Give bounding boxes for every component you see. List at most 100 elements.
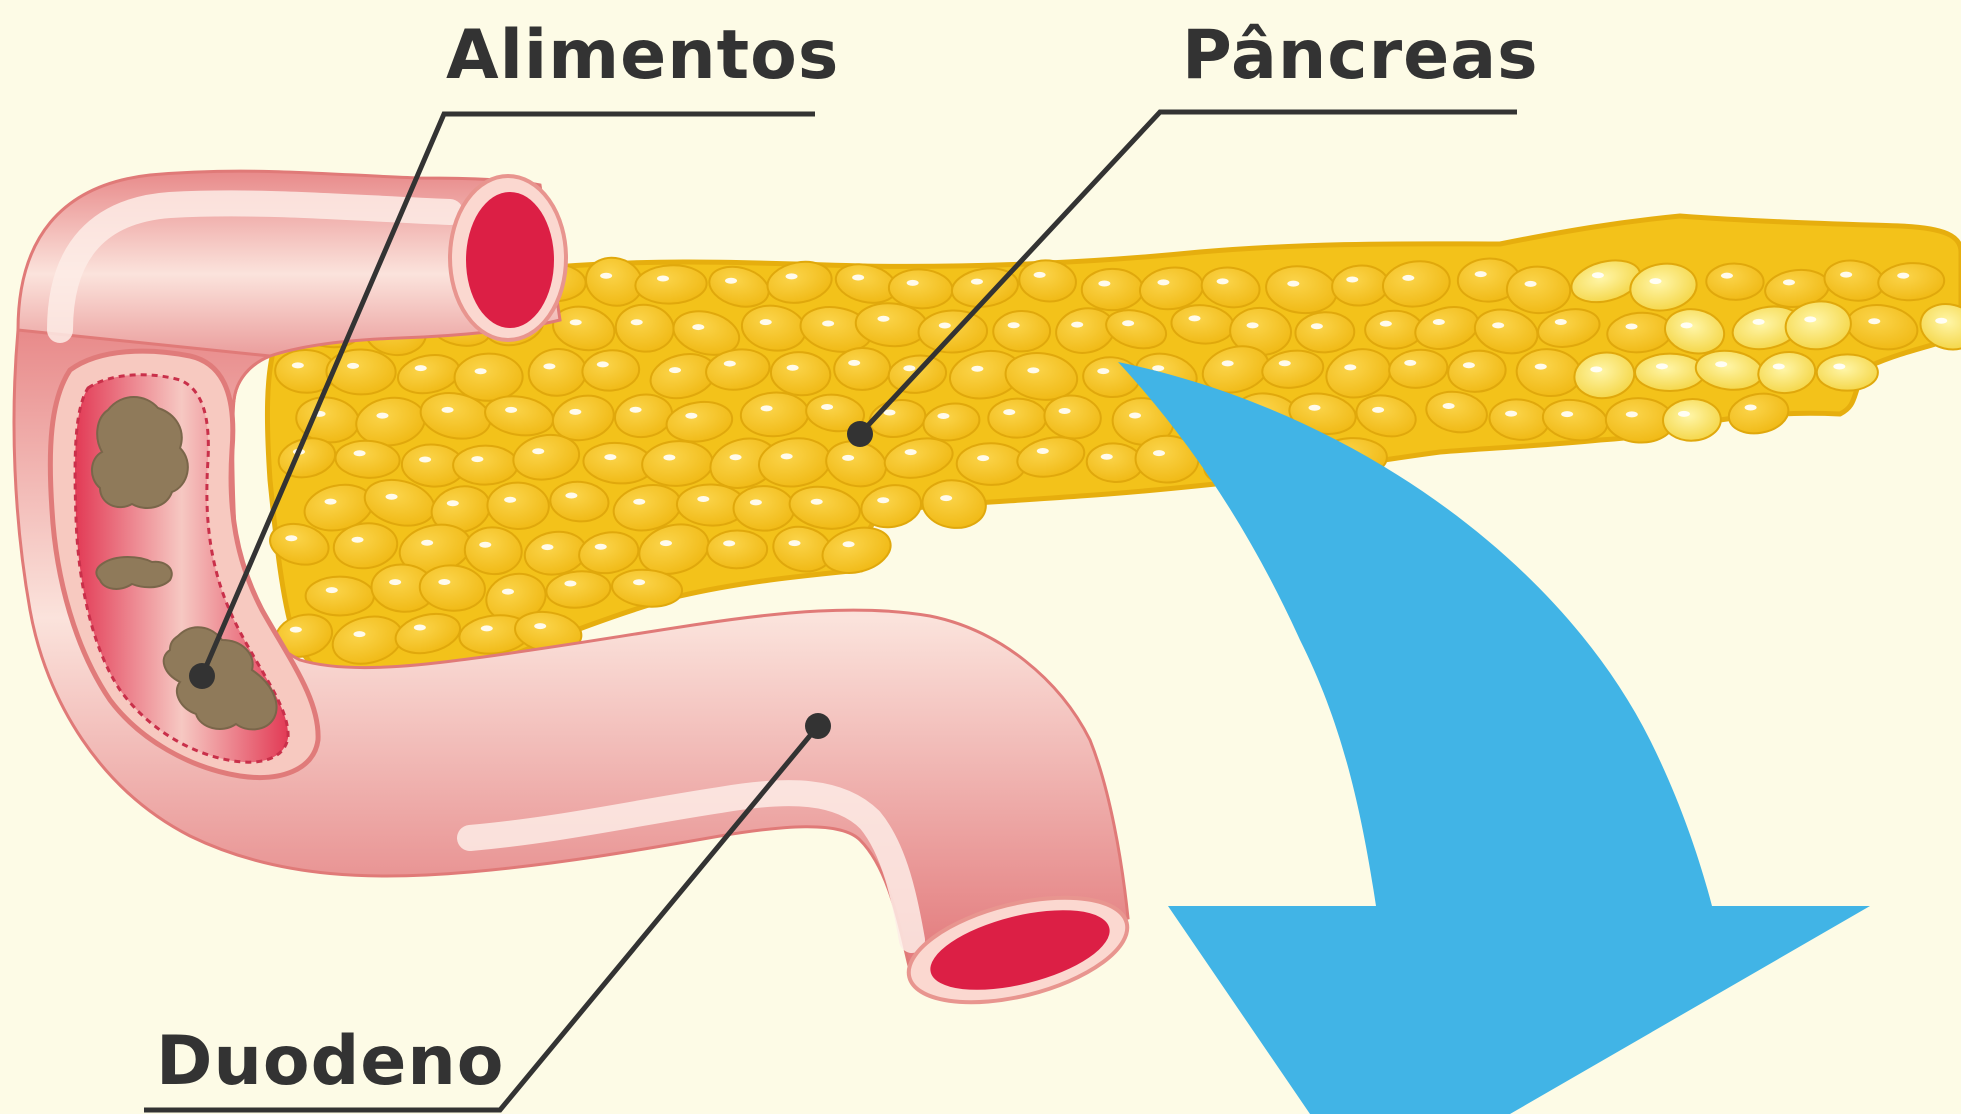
pancreas-lobule bbox=[988, 398, 1046, 438]
lobule-highlight bbox=[1678, 411, 1690, 417]
lobule-highlight bbox=[852, 275, 864, 281]
lobule-highlight bbox=[1783, 279, 1795, 285]
lobule-highlight bbox=[1721, 273, 1733, 279]
lobule-highlight bbox=[907, 280, 919, 286]
lobule-highlight bbox=[532, 448, 544, 454]
lobule-highlight bbox=[326, 587, 338, 593]
lobule-highlight bbox=[724, 361, 736, 367]
lobule-highlight bbox=[877, 497, 889, 503]
lobule-highlight bbox=[479, 542, 491, 548]
lobule-highlight bbox=[325, 499, 337, 505]
lobule-highlight bbox=[1034, 272, 1046, 278]
lobule-highlight bbox=[1402, 275, 1414, 281]
pancreas-lobule bbox=[1817, 354, 1878, 390]
lobule-highlight bbox=[730, 454, 742, 460]
pancreas-lobule bbox=[326, 349, 396, 395]
lobule-highlight bbox=[354, 450, 366, 456]
lobule-highlight bbox=[781, 453, 793, 459]
lobule-highlight bbox=[565, 493, 577, 499]
pancreas-lobule bbox=[487, 482, 550, 531]
lobule-highlight bbox=[1153, 450, 1165, 456]
lobule-highlight bbox=[600, 273, 612, 279]
food-label: Alimentos bbox=[446, 22, 839, 90]
lobule-highlight bbox=[1344, 364, 1356, 370]
lobule-highlight bbox=[971, 366, 983, 372]
lobule-highlight bbox=[1592, 272, 1604, 278]
lobule-highlight bbox=[1443, 403, 1455, 409]
pancreas-lobule bbox=[1635, 354, 1705, 391]
leader-dot-icon-pancreas bbox=[847, 421, 873, 447]
lobule-highlight bbox=[481, 625, 493, 631]
lobule-highlight bbox=[903, 365, 915, 371]
lobule-highlight bbox=[419, 457, 431, 463]
lobule-highlight bbox=[1380, 321, 1392, 327]
lobule-highlight bbox=[570, 319, 582, 325]
lobule-highlight bbox=[633, 499, 645, 505]
lobule-highlight bbox=[505, 407, 517, 413]
lobule-highlight bbox=[1222, 360, 1234, 366]
duodenum-top-lumen bbox=[466, 192, 554, 328]
lobule-highlight bbox=[1897, 273, 1909, 279]
lobule-highlight bbox=[1157, 279, 1169, 285]
lobule-highlight bbox=[353, 631, 365, 637]
lobule-highlight bbox=[1492, 322, 1504, 328]
lobule-highlight bbox=[685, 413, 697, 419]
pancreas-lobule bbox=[707, 530, 767, 569]
lobule-highlight bbox=[1656, 363, 1668, 369]
lobule-highlight bbox=[937, 413, 949, 419]
lobule-highlight bbox=[971, 279, 983, 285]
lobule-highlight bbox=[1840, 272, 1852, 278]
lobule-highlight bbox=[541, 544, 553, 550]
lobule-highlight bbox=[822, 320, 834, 326]
lobule-highlight bbox=[595, 544, 607, 550]
lobule-highlight bbox=[725, 278, 737, 284]
lobule-highlight bbox=[1311, 323, 1323, 329]
lobule-highlight bbox=[1372, 407, 1384, 413]
lobule-highlight bbox=[1773, 364, 1785, 370]
blue-down-arrow-icon bbox=[1118, 362, 1870, 1114]
pancreas-lobule bbox=[733, 486, 795, 532]
lobule-highlight bbox=[1059, 408, 1071, 414]
lobule-highlight bbox=[1561, 411, 1573, 417]
lobule-highlight bbox=[438, 579, 450, 585]
lobule-highlight bbox=[564, 581, 576, 587]
lobule-highlight bbox=[1189, 315, 1201, 321]
lobule-highlight bbox=[471, 456, 483, 462]
lobule-highlight bbox=[1101, 454, 1113, 460]
lobule-highlight bbox=[414, 625, 426, 631]
lobule-highlight bbox=[1590, 366, 1602, 372]
lobule-highlight bbox=[1122, 320, 1134, 326]
lobule-highlight bbox=[843, 541, 855, 547]
lobule-highlight bbox=[543, 363, 555, 369]
lobule-highlight bbox=[692, 324, 704, 330]
lobule-highlight bbox=[1309, 405, 1321, 411]
lobule-highlight bbox=[1555, 319, 1567, 325]
lobule-highlight bbox=[1753, 319, 1765, 325]
lobule-highlight bbox=[786, 273, 798, 279]
lobule-highlight bbox=[1217, 278, 1229, 284]
lobule-highlight bbox=[502, 589, 514, 595]
pancreas-lobule bbox=[1662, 398, 1721, 441]
lobule-highlight bbox=[1626, 411, 1638, 417]
lobule-highlight bbox=[347, 363, 359, 369]
lobule-highlight bbox=[977, 455, 989, 461]
lobule-highlight bbox=[352, 537, 364, 543]
lobule-highlight bbox=[1715, 361, 1727, 367]
lobule-highlight bbox=[1071, 322, 1083, 328]
lobule-highlight bbox=[1935, 318, 1947, 324]
lobule-highlight bbox=[669, 367, 681, 373]
lobule-highlight bbox=[1027, 367, 1039, 373]
lobule-highlight bbox=[1681, 322, 1693, 328]
lobule-highlight bbox=[415, 365, 427, 371]
leader-dot-icon-food bbox=[189, 663, 215, 689]
lobule-highlight bbox=[760, 319, 772, 325]
food-particle-2 bbox=[96, 557, 171, 589]
lobule-highlight bbox=[504, 497, 516, 503]
lobule-highlight bbox=[1525, 281, 1537, 287]
lobule-highlight bbox=[787, 365, 799, 371]
duodenum-label: Duodeno bbox=[156, 1028, 505, 1096]
pancreas-lobule bbox=[834, 347, 891, 390]
lobule-highlight bbox=[292, 362, 304, 368]
lobule-highlight bbox=[447, 500, 459, 506]
